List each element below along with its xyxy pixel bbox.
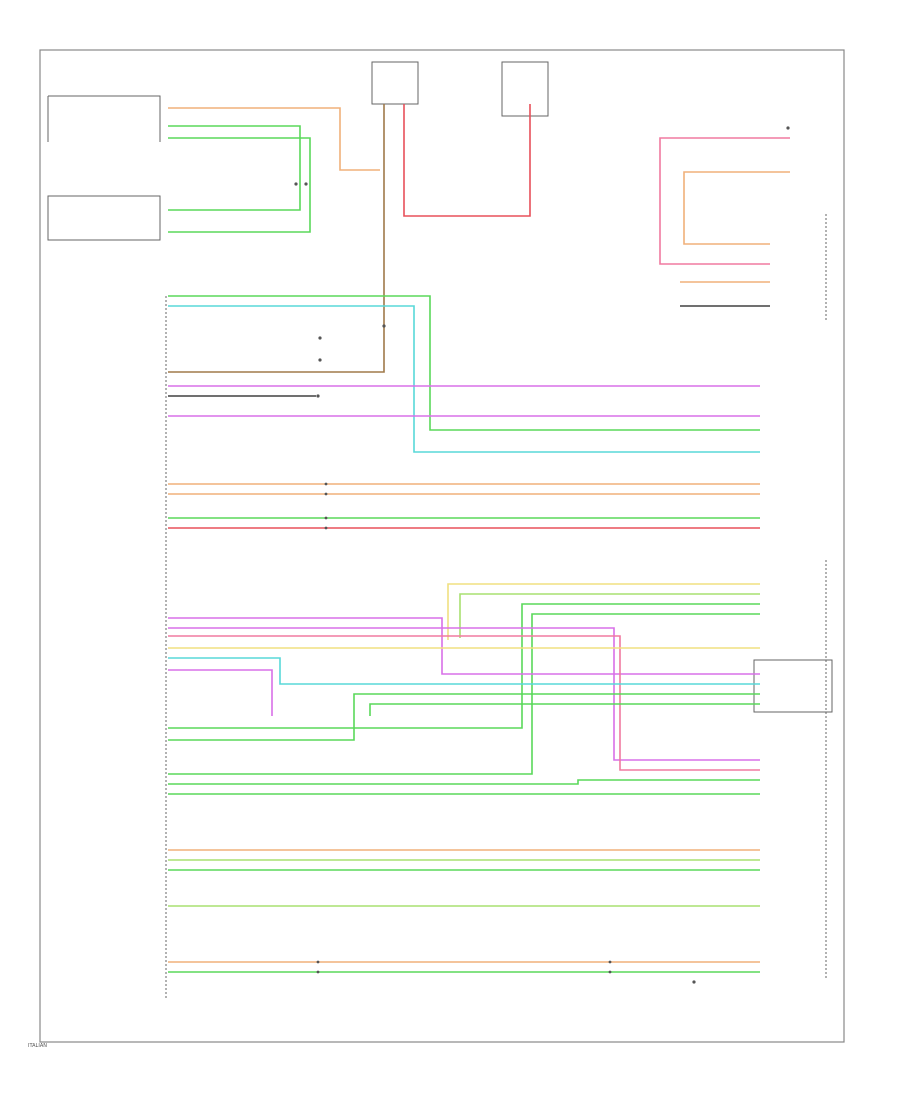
wire-cyan	[168, 657, 760, 685]
wire-magenta	[168, 617, 760, 675]
wire-pink	[659, 137, 790, 265]
wire-cyan	[168, 305, 760, 453]
wire-green	[369, 703, 760, 716]
top-center-module	[371, 61, 419, 105]
left-module-top	[47, 95, 161, 142]
left-module-lower	[47, 195, 161, 241]
wire-light_green	[459, 593, 760, 638]
diagram-frame	[39, 49, 845, 1043]
wire-pink	[168, 635, 760, 771]
wire-orange	[168, 107, 380, 171]
splice-points	[294, 126, 790, 984]
right-connector-module	[753, 659, 833, 713]
wire-green	[168, 295, 760, 431]
wire-green	[168, 693, 760, 741]
wire-harness	[168, 104, 790, 973]
footer-code: ITALIAN	[28, 1043, 47, 1049]
wire-red	[403, 104, 531, 217]
top-right-module	[501, 61, 549, 117]
wire-magenta	[168, 669, 273, 716]
wire-green	[168, 603, 760, 729]
wire-green	[168, 137, 311, 233]
wire-orange	[683, 171, 790, 245]
wire-yellow	[447, 583, 760, 640]
wire-green	[168, 779, 760, 785]
wire-brown	[168, 104, 385, 373]
wire-green	[168, 125, 301, 211]
